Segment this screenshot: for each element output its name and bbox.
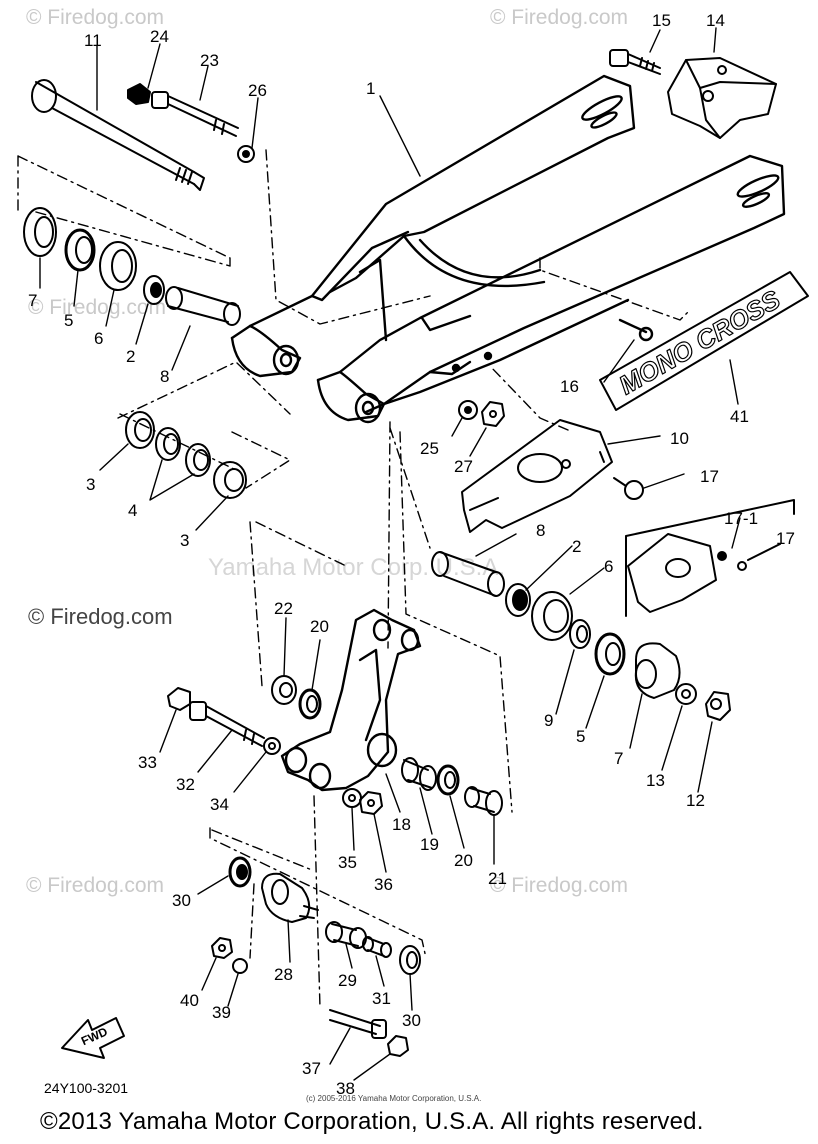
label-part-30b: 30: [402, 1011, 421, 1030]
swingarm: [230, 74, 786, 424]
label-part-6a: 6: [94, 329, 103, 348]
label-part-23: 23: [200, 51, 219, 70]
washer-part-34: [263, 737, 281, 755]
label-part-7b: 7: [614, 749, 623, 768]
chain-guard-part-14: [667, 57, 777, 139]
label-part-15: 15: [652, 11, 671, 30]
assembly-lines: [17, 149, 691, 1009]
label-part-33: 33: [138, 753, 157, 772]
part-labels: 1 11 24 23 26 15 14 7 5 6 2 8 16 41 25 2…: [28, 11, 795, 1098]
label-part-18: 18: [392, 815, 411, 834]
copyright-footer: ©2013 Yamaha Motor Corporation, U.S.A. A…: [40, 1108, 704, 1135]
label-part-32: 32: [176, 775, 195, 794]
label-part-10: 10: [670, 429, 689, 448]
watermark-top-right: © Firedog.com: [490, 6, 629, 29]
nut-part-33: [167, 687, 191, 711]
bolt-part-15: [609, 49, 661, 75]
label-part-5b: 5: [576, 727, 585, 746]
label-part-27: 27: [454, 457, 473, 476]
label-part-9: 9: [544, 711, 553, 730]
washer-part-25: [458, 400, 478, 420]
label-part-19: 19: [420, 835, 439, 854]
label-part-37: 37: [302, 1059, 321, 1078]
label-part-30a: 30: [172, 891, 191, 910]
watermark-firedog-left: © Firedog.com: [28, 604, 173, 629]
label-part-8a: 8: [160, 367, 169, 386]
label-part-41: 41: [730, 407, 749, 426]
label-part-22: 22: [274, 599, 293, 618]
label-part-17-1: 17-1: [724, 509, 758, 528]
label-part-7a: 7: [28, 291, 37, 310]
bolt-part-17: [613, 477, 644, 500]
label-part-3b: 3: [180, 531, 189, 550]
label-part-4: 4: [128, 501, 137, 520]
label-part-11: 11: [84, 31, 102, 50]
pivot-shaft-part-11: [31, 79, 205, 191]
label-part-2a: 2: [126, 347, 135, 366]
label-part-39: 39: [212, 1003, 231, 1022]
label-part-26: 26: [248, 81, 267, 100]
label-part-2b: 2: [572, 537, 581, 556]
label-part-21: 21: [488, 869, 507, 888]
label-part-17a: 17: [700, 467, 719, 486]
nut-part-38: [387, 1035, 409, 1057]
label-part-28: 28: [274, 965, 293, 984]
bolt-part-32: [189, 701, 265, 747]
label-part-14: 14: [706, 11, 725, 30]
label-part-13: 13: [646, 771, 665, 790]
label-part-38: 38: [336, 1079, 355, 1098]
label-part-17b: 17: [776, 529, 795, 548]
label-part-16: 16: [560, 377, 579, 396]
relay-arm-part-18: [280, 608, 422, 792]
label-part-1: 1: [366, 79, 375, 98]
fwd-arrow: FWD: [61, 1017, 125, 1059]
washer-part-35: [342, 788, 362, 808]
watermark-top-left: © Firedog.com: [26, 6, 165, 29]
tiny-copyright: (c) 2005-2016 Yamaha Motor Corporation, …: [306, 1094, 482, 1103]
label-part-24: 24: [150, 27, 169, 46]
bushing-parts-19-20-21: [401, 757, 503, 816]
bolt-part-37: [329, 1009, 387, 1039]
bolt-part-23: [151, 91, 239, 137]
washer-part-26: [237, 145, 255, 163]
chain-guide-part-10: [461, 419, 613, 533]
label-part-35: 35: [338, 853, 357, 872]
left-bearing-stack: [23, 207, 241, 326]
nut-part-36: [359, 791, 383, 815]
watermark-bottom-left: © Firedog.com: [26, 874, 165, 897]
nut-part-40: [211, 937, 233, 959]
bushing-set-parts-3-4: [125, 411, 247, 499]
label-part-36: 36: [374, 875, 393, 894]
leader-lines: [39, 27, 741, 1081]
label-part-12: 12: [686, 791, 705, 810]
label-part-40: 40: [180, 991, 199, 1010]
label-part-20a: 20: [310, 617, 329, 636]
watermark-bottom-right: © Firedog.com: [490, 874, 629, 897]
label-part-25: 25: [420, 439, 439, 458]
svg-text:MONO CROSS: MONO CROSS: [614, 284, 786, 401]
washer-part-39: [232, 958, 248, 974]
label-part-29: 29: [338, 971, 357, 990]
label-part-5a: 5: [64, 311, 73, 330]
label-part-6b: 6: [604, 557, 613, 576]
label-part-20b: 20: [454, 851, 473, 870]
label-part-3a: 3: [86, 475, 95, 494]
connecting-rod-group: [228, 856, 421, 975]
mono-cross-decal: MONO CROSS: [599, 271, 809, 411]
diagram-part-code: 24Y100-3201: [44, 1080, 129, 1096]
right-bearing-stack: [431, 551, 731, 721]
inset-chain-plate: [625, 499, 795, 617]
nut-part-27: [481, 401, 505, 427]
label-part-8b: 8: [536, 521, 545, 540]
label-part-31: 31: [372, 989, 391, 1008]
label-part-34: 34: [210, 795, 229, 814]
watermark-mid-left: © Firedog.com: [28, 296, 167, 319]
nut-part-24: [127, 83, 151, 105]
